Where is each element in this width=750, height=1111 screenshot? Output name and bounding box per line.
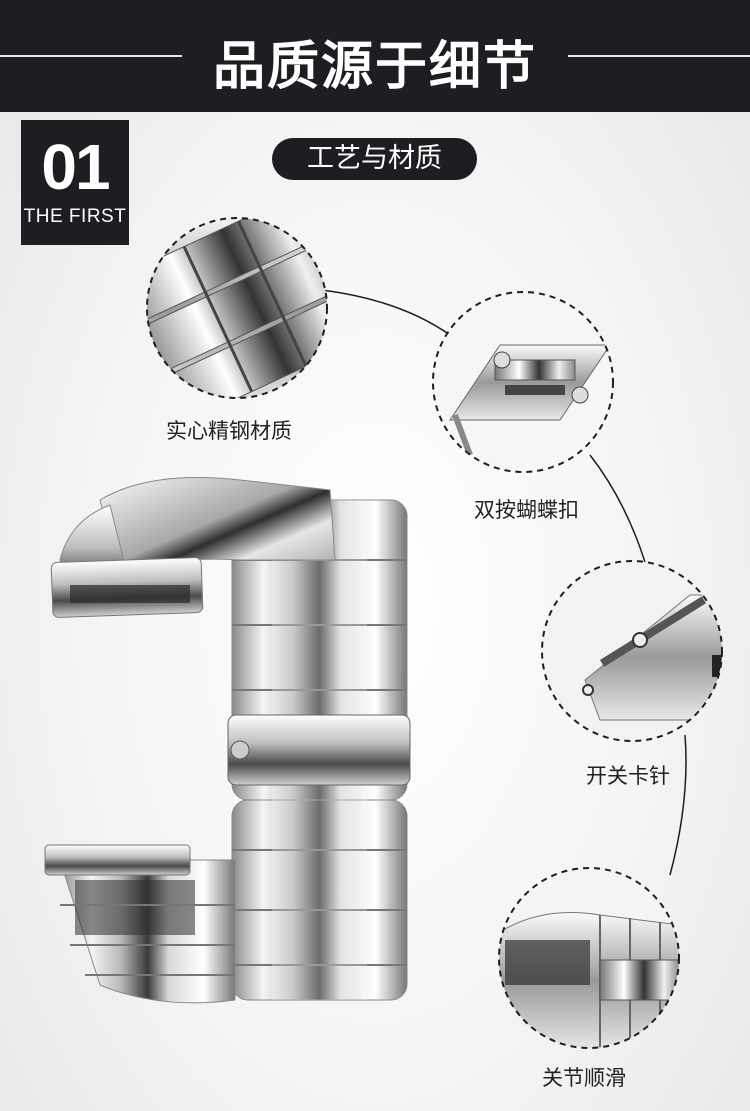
feature-label-steel: 实心精钢材质	[166, 419, 292, 443]
section-title-pill: 工艺与材质	[272, 138, 477, 180]
feature-label-pin: 开关卡针	[586, 764, 670, 788]
section-number: 01	[41, 131, 110, 203]
feature-label-joints: 关节顺滑	[542, 1066, 626, 1090]
section-number-subtitle: THE FIRST	[23, 206, 127, 227]
strap-top-curve	[50, 477, 336, 618]
steel-links-closeup-icon	[146, 217, 328, 399]
butterfly-clasp-closeup-icon	[432, 291, 614, 473]
flexible-joints-closeup-icon	[498, 867, 680, 1049]
feature-label-clasp: 双按蝴蝶扣	[474, 498, 579, 522]
header-divider-right	[568, 55, 750, 57]
callout-connectors	[321, 289, 687, 876]
strap-bottom-curve	[44, 844, 236, 1004]
section-number-badge: 01 THE FIRST	[21, 120, 129, 245]
page-title: 品质源于细节	[212, 37, 537, 97]
header-divider-left	[0, 55, 182, 57]
header-banner: 品质源于细节	[0, 0, 750, 112]
quick-release-pin-closeup-icon	[541, 560, 723, 742]
